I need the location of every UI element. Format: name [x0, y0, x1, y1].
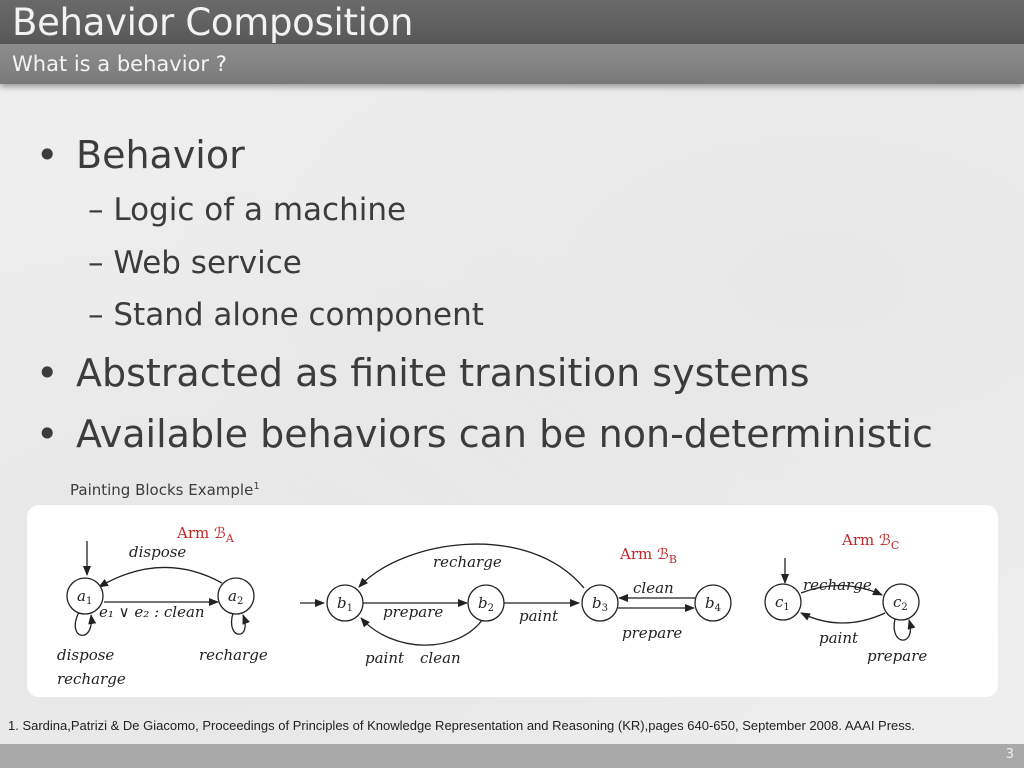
bullet-dot-icon: • [36, 351, 59, 395]
state-b1 [326, 584, 364, 622]
state-a1-label: a1 [77, 587, 92, 607]
label-a1-loop-dispose: dispose [57, 646, 114, 664]
arm-c-label: Arm ℬC [841, 531, 899, 552]
label-b4b3-clean: clean [633, 579, 674, 597]
footnote: 1. Sardina,Patrizi & De Giacomo, Proceed… [8, 718, 915, 733]
label-b2b1-clean: clean [420, 649, 461, 667]
loop-a2 [230, 612, 250, 635]
edge-c1-c2 [800, 584, 883, 596]
footer-bar: 3 [0, 744, 1024, 768]
page-number: 3 [1005, 747, 1014, 762]
subtitle-bar: What is a behavior ? [0, 44, 1024, 84]
edge-b2-b1 [360, 617, 484, 646]
label-c2-loop-prepare: prepare [867, 647, 927, 665]
state-a1 [66, 577, 104, 615]
dash-icon: – [88, 245, 114, 281]
state-b4-label: b4 [705, 594, 721, 614]
loop-a1 [74, 611, 97, 636]
sub-bullet-item: – Stand alone component [88, 297, 484, 333]
label-c1c2-recharge: recharge [803, 576, 872, 594]
title-bar: Behavior Composition [0, 0, 1024, 44]
bullet-item: •Available behaviors can be non-determin… [36, 412, 933, 456]
state-b3 [581, 584, 619, 622]
bullet-dot-icon: • [36, 412, 59, 456]
state-b1-label: b1 [337, 594, 353, 614]
sub-bullet-item: – Web service [88, 245, 302, 281]
label-b3b1-recharge: recharge [433, 553, 502, 571]
state-c1-label: c1 [775, 593, 790, 613]
sub-bullet-item: – Logic of a machine [88, 192, 407, 228]
edge-a2-a1 [98, 566, 223, 588]
label-a2-loop-recharge: recharge [199, 646, 268, 664]
edge-b3-b1 [358, 543, 585, 589]
label-b3b4-prepare: prepare [622, 624, 682, 642]
bullet-item: •Behavior [36, 133, 245, 177]
dash-icon: – [88, 297, 114, 333]
slide-subtitle: What is a behavior ? [12, 52, 227, 76]
dash-icon: – [88, 192, 114, 228]
state-a2-label: a2 [228, 587, 243, 607]
label-b1b2-prepare: prepare [383, 603, 443, 621]
edge-c2-c1 [800, 612, 886, 624]
label-dispose-a2a1: dispose [129, 543, 186, 561]
label-b2b3-paint: paint [519, 607, 559, 625]
label-c2c1-paint: paint [819, 629, 859, 647]
state-b2 [467, 584, 505, 622]
arm-a-label: Arm ℬA [176, 524, 235, 545]
label-a1a2: e₁ ∨ e₂ : clean [99, 603, 205, 621]
state-b3-label: b3 [592, 594, 608, 614]
slide-title: Behavior Composition [12, 1, 414, 44]
bullet-dot-icon: • [36, 133, 59, 177]
bullet-item: •Abstracted as finite transition systems [36, 351, 810, 395]
state-c2 [882, 583, 920, 621]
label-b2b1-paint: paint [365, 649, 405, 667]
transition-systems-diagram: Arm ℬA a1 a2 dispose e₁ ∨ e₂ : clean dis… [57, 524, 927, 688]
arm-b-label: Arm ℬB [619, 545, 677, 566]
state-a2 [217, 577, 255, 615]
state-b4 [694, 584, 732, 622]
loop-c2 [893, 618, 916, 641]
diagram-caption: Painting Blocks Example1 [70, 481, 260, 499]
diagram-panel: Arm ℬA a1 a2 dispose e₁ ∨ e₂ : clean dis… [27, 505, 998, 697]
state-c2-label: c2 [893, 593, 908, 613]
label-a1-loop-recharge: recharge [57, 670, 126, 688]
state-c1 [764, 583, 802, 621]
state-b2-label: b2 [478, 594, 494, 614]
